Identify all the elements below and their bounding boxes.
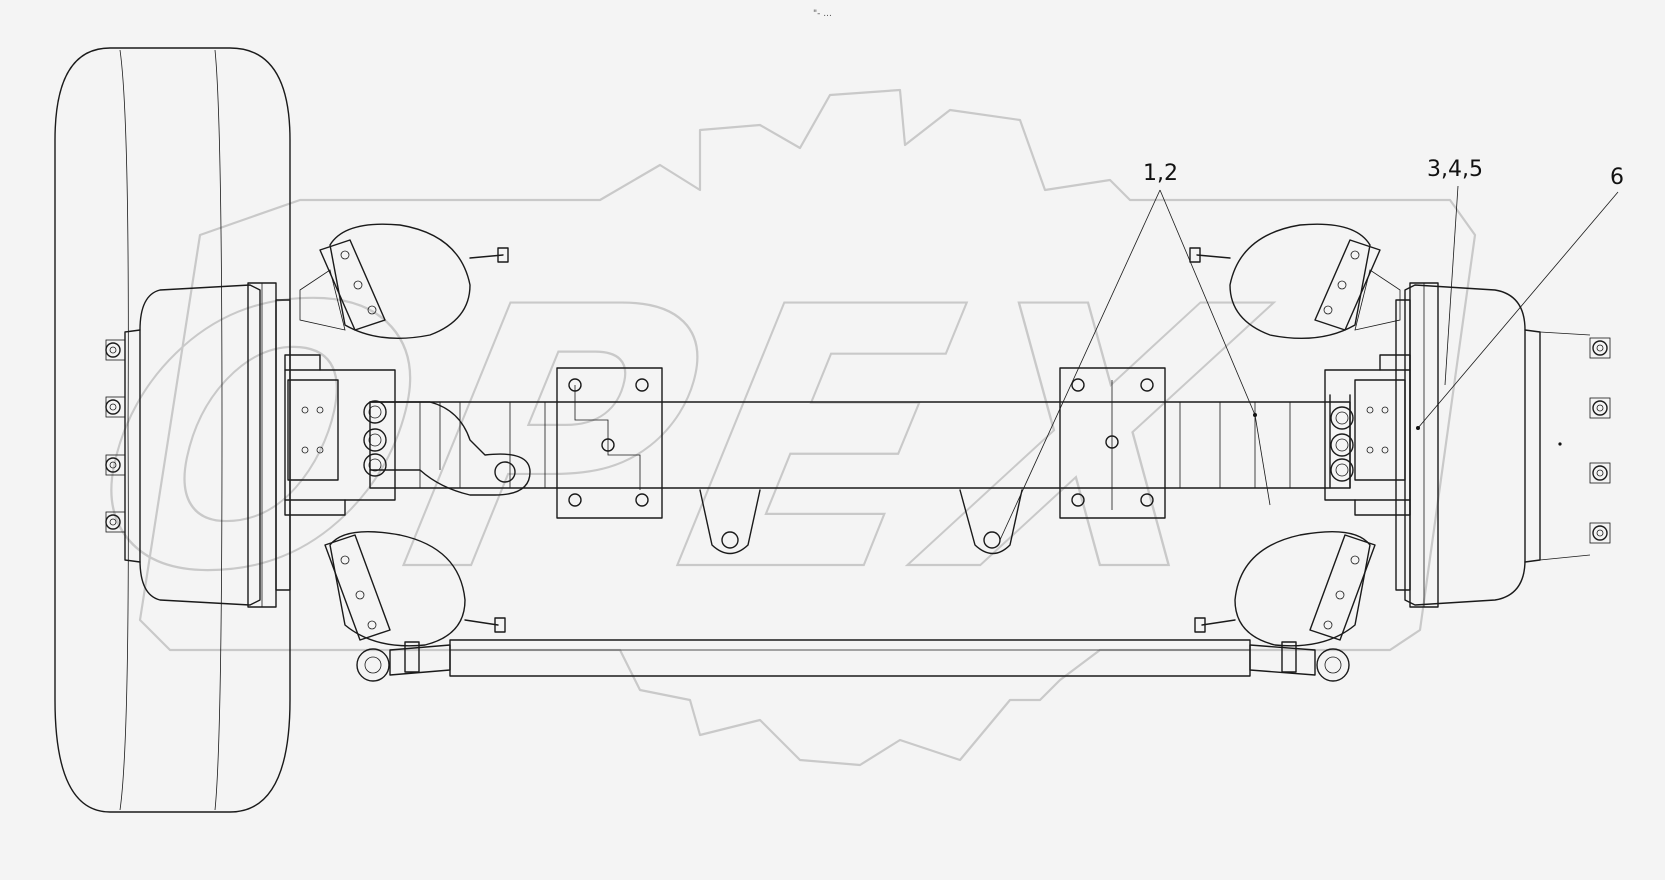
- brake-chamber-upper-left: [299, 223, 509, 339]
- spring-pad-right: [1059, 367, 1166, 519]
- watermark-logo: OPEX: [61, 88, 1477, 767]
- callout-1-2: 1,2: [999, 161, 1271, 541]
- right-hub: [1395, 282, 1562, 608]
- spring-pad-left: [556, 367, 663, 519]
- callout-3-4-5: 3,4,5: [1427, 157, 1483, 386]
- watermark-gear: [138, 88, 1477, 767]
- left-steering-arm: [369, 401, 531, 496]
- callout-6: 6: [1416, 165, 1624, 430]
- right-knuckle: [1324, 354, 1411, 516]
- svg-text:1,2: 1,2: [1143, 161, 1178, 186]
- svg-text:6: 6: [1610, 165, 1624, 190]
- watermark-text: OPEX: [62, 231, 1289, 650]
- tire: [54, 47, 291, 813]
- right-hub-bolts: [1539, 331, 1611, 561]
- left-hub-bolts: [105, 339, 126, 533]
- brake-chamber-upper-right: [1189, 223, 1401, 339]
- header-mark: "- ...: [813, 9, 832, 19]
- brake-chamber-lower-right: [1194, 530, 1376, 647]
- left-hub: [124, 282, 291, 608]
- svg-text:3,4,5: 3,4,5: [1427, 157, 1483, 182]
- brake-chamber-lower-left: [324, 530, 506, 647]
- left-knuckle: [284, 354, 396, 516]
- tie-rod: [356, 639, 1350, 682]
